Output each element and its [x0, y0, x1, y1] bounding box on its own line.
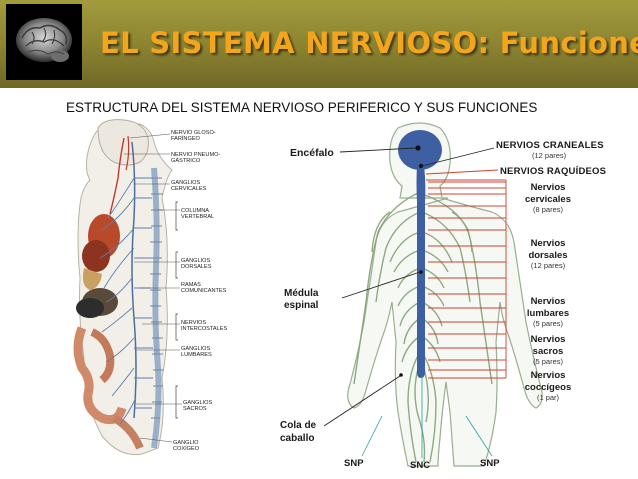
label-cola-2: caballo	[280, 433, 314, 444]
label-lumbares-1: Nervios	[531, 296, 566, 307]
brain-icon	[16, 18, 72, 62]
label-coccigeos-2: coccígeos	[525, 382, 571, 393]
slide-subtitle: ESTRUCTURA DEL SISTEMA NERVIOSO PERIFERI…	[66, 100, 538, 115]
label-ganglios-lumbares-2: LUMBARES	[181, 352, 212, 358]
label-ganglios-sacros-1: GANGLIOS	[183, 400, 212, 406]
label-ganglios-cervicales-2: CERVICALES	[171, 186, 207, 192]
label-sacros-2: sacros	[533, 346, 564, 357]
label-intercostales-1: NERVIOS	[181, 320, 206, 326]
label-ramas-2: COMUNICANTES	[181, 288, 227, 294]
label-coccigeos-count: (1 par)	[537, 393, 560, 402]
label-cervicales-1: Nervios	[531, 182, 566, 193]
label-sacros-count: (5 pares)	[533, 357, 564, 366]
label-nervios-craneales: NERVIOS CRANEALES	[496, 140, 604, 151]
label-nervios-raquideos: NERVIOS RAQUÍDEOS	[500, 166, 606, 177]
label-cervicales-count: (8 pares)	[533, 205, 564, 214]
label-ramas-1: RAMAS	[181, 282, 201, 288]
label-snp-right: SNP	[480, 458, 500, 469]
label-ganglios-sacros-2: SACROS	[183, 406, 207, 412]
label-craneales-count: (12 pares)	[532, 151, 567, 160]
label-dorsales-2: dorsales	[528, 250, 567, 261]
brain-logo	[6, 4, 82, 80]
label-ganglios-dorsales-1: GANGLIOS	[181, 258, 210, 264]
label-pneumogastrico-2: GÁSTRICO	[171, 157, 201, 164]
label-medula-1: Médula	[284, 288, 319, 299]
label-lumbares-2: lumbares	[527, 308, 569, 319]
label-ganglios-dorsales-2: DORSALES	[181, 264, 212, 270]
label-pneumogastrico-1: NERVIO PNEUMO-	[171, 152, 220, 158]
label-ganglio-coxigeo-1: GANGLIO	[173, 440, 199, 446]
label-snc: SNC	[410, 460, 430, 471]
label-dorsales-count: (12 pares)	[531, 261, 566, 270]
label-lumbares-count: (5 pares)	[533, 319, 564, 328]
label-glosofaringeo-2: FARÍNGEO	[171, 135, 201, 142]
label-sacros-1: Nervios	[531, 334, 566, 345]
label-ganglios-lumbares-1: GANGLIOS	[181, 346, 210, 352]
label-coccigeos-1: Nervios	[531, 370, 566, 381]
nervous-system-figure: Encéfalo NERVIOS CRANEALES (12 pares) NE…	[280, 122, 606, 471]
title-banner	[0, 0, 638, 88]
label-medula-2: espinal	[284, 300, 319, 311]
label-columna-1: COLUMNA	[181, 208, 209, 214]
label-dorsales-1: Nervios	[531, 238, 566, 249]
label-snp-left: SNP	[344, 458, 364, 469]
label-cola-1: Cola de	[280, 420, 317, 431]
label-ganglio-coxigeo-2: COXÍGEO	[173, 445, 200, 452]
label-ganglios-cervicales-1: GANGLIOS	[171, 180, 200, 186]
sympathetic-chain-figure: NERVIO GLOSO- FARÍNGEO NERVIO PNEUMO- GÁ…	[73, 119, 227, 456]
label-glosofaringeo-1: NERVIO GLOSO-	[171, 130, 216, 136]
label-cervicales-2: cervicales	[525, 194, 571, 205]
label-encefalo: Encéfalo	[290, 147, 334, 159]
label-intercostales-2: INTERCOSTALES	[181, 326, 227, 332]
slide-title: EL SISTEMA NERVIOSO: Funciones	[100, 26, 638, 60]
label-columna-2: VERTEBRAL	[181, 214, 214, 220]
